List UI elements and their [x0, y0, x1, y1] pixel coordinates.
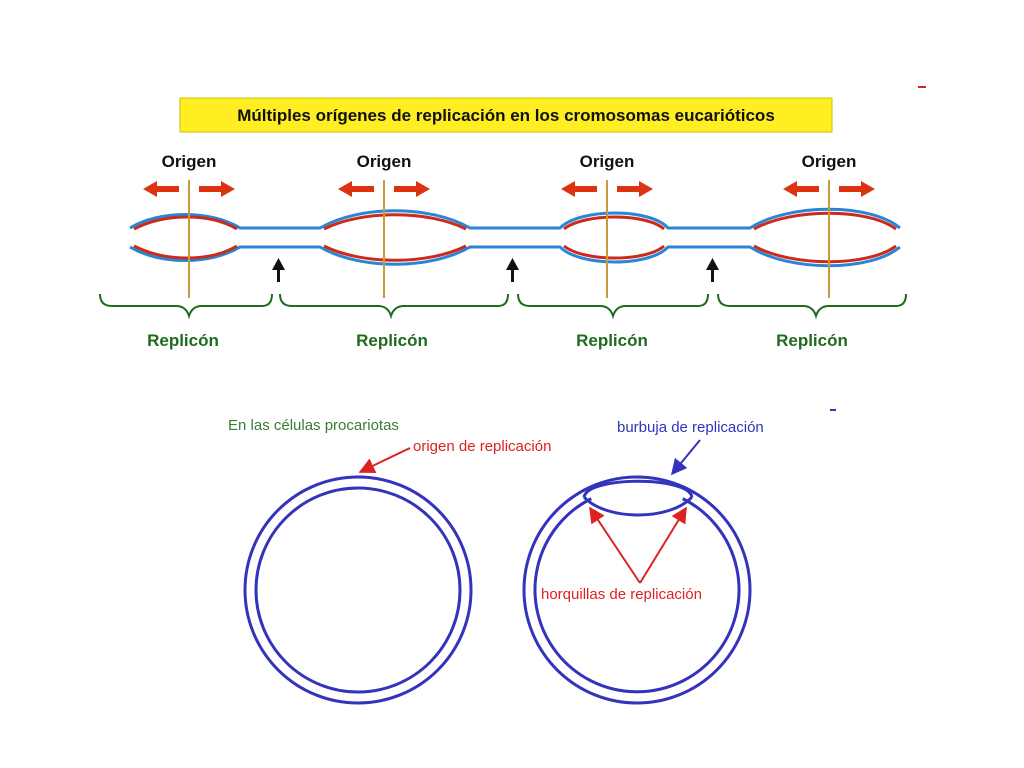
left-arrow-icon: [783, 181, 819, 197]
origin-label: Origen: [162, 152, 217, 171]
new-strand: [133, 244, 238, 260]
eukaryotic-chromosome: Origen Origen Origen Origen: [99, 152, 907, 350]
origin-label: Origen: [580, 152, 635, 171]
origin-of-replication-label: origen de replicación: [413, 438, 551, 455]
replicon-brace: [279, 293, 509, 320]
left-arrow-icon: [143, 181, 179, 197]
replicon-label: Replicón: [356, 331, 428, 350]
circular-chromosome-with-bubble: [522, 475, 752, 705]
fork-pointer-arrow: [589, 506, 641, 584]
new-strand: [323, 213, 467, 231]
diagram-title: Múltiples orígenes de replicación en los…: [237, 106, 775, 125]
up-arrow-icon: [506, 258, 519, 282]
circular-chromosome: [243, 475, 473, 705]
replicon-label: Replicón: [147, 331, 219, 350]
right-arrow-icon: [199, 181, 235, 197]
origin-pointer-arrow: [358, 447, 411, 473]
replicon-braces: [99, 293, 907, 320]
up-arrow-icon: [272, 258, 285, 282]
replicon-brace: [717, 293, 907, 320]
fork-pointer-arrow: [639, 506, 687, 584]
bidirectional-arrows: [143, 181, 875, 197]
new-strand: [133, 215, 238, 231]
new-strand: [563, 215, 665, 231]
left-arrow-icon: [338, 181, 374, 197]
replication-bubble: [582, 495, 694, 517]
new-strand: [563, 244, 665, 260]
origin-label: Origen: [802, 152, 857, 171]
parental-strand-bottom: [129, 245, 901, 268]
replicon-brace: [517, 293, 709, 320]
replicon-label: Replicón: [776, 331, 848, 350]
left-arrow-icon: [561, 181, 597, 197]
prokaryote-label: En las células procariotas: [228, 417, 399, 434]
replication-bubble: [582, 479, 694, 498]
title-banner: Múltiples orígenes de replicación en los…: [179, 97, 833, 133]
replication-forks-label: horquillas de replicación: [541, 586, 702, 603]
replicon-brace: [99, 293, 273, 320]
termination-arrows: [272, 258, 719, 282]
right-arrow-icon: [394, 181, 430, 197]
up-arrow-icon: [706, 258, 719, 282]
replication-bubble-label: burbuja de replicación: [617, 419, 764, 436]
prokaryotic-section: En las células procariotas origen de rep…: [228, 417, 764, 705]
right-arrow-icon: [617, 181, 653, 197]
replicon-label: Replicón: [576, 331, 648, 350]
origin-label: Origen: [357, 152, 412, 171]
parental-strand-top: [129, 207, 901, 230]
bubble-pointer-arrow: [670, 439, 701, 476]
new-strand: [323, 244, 467, 262]
right-arrow-icon: [839, 181, 875, 197]
